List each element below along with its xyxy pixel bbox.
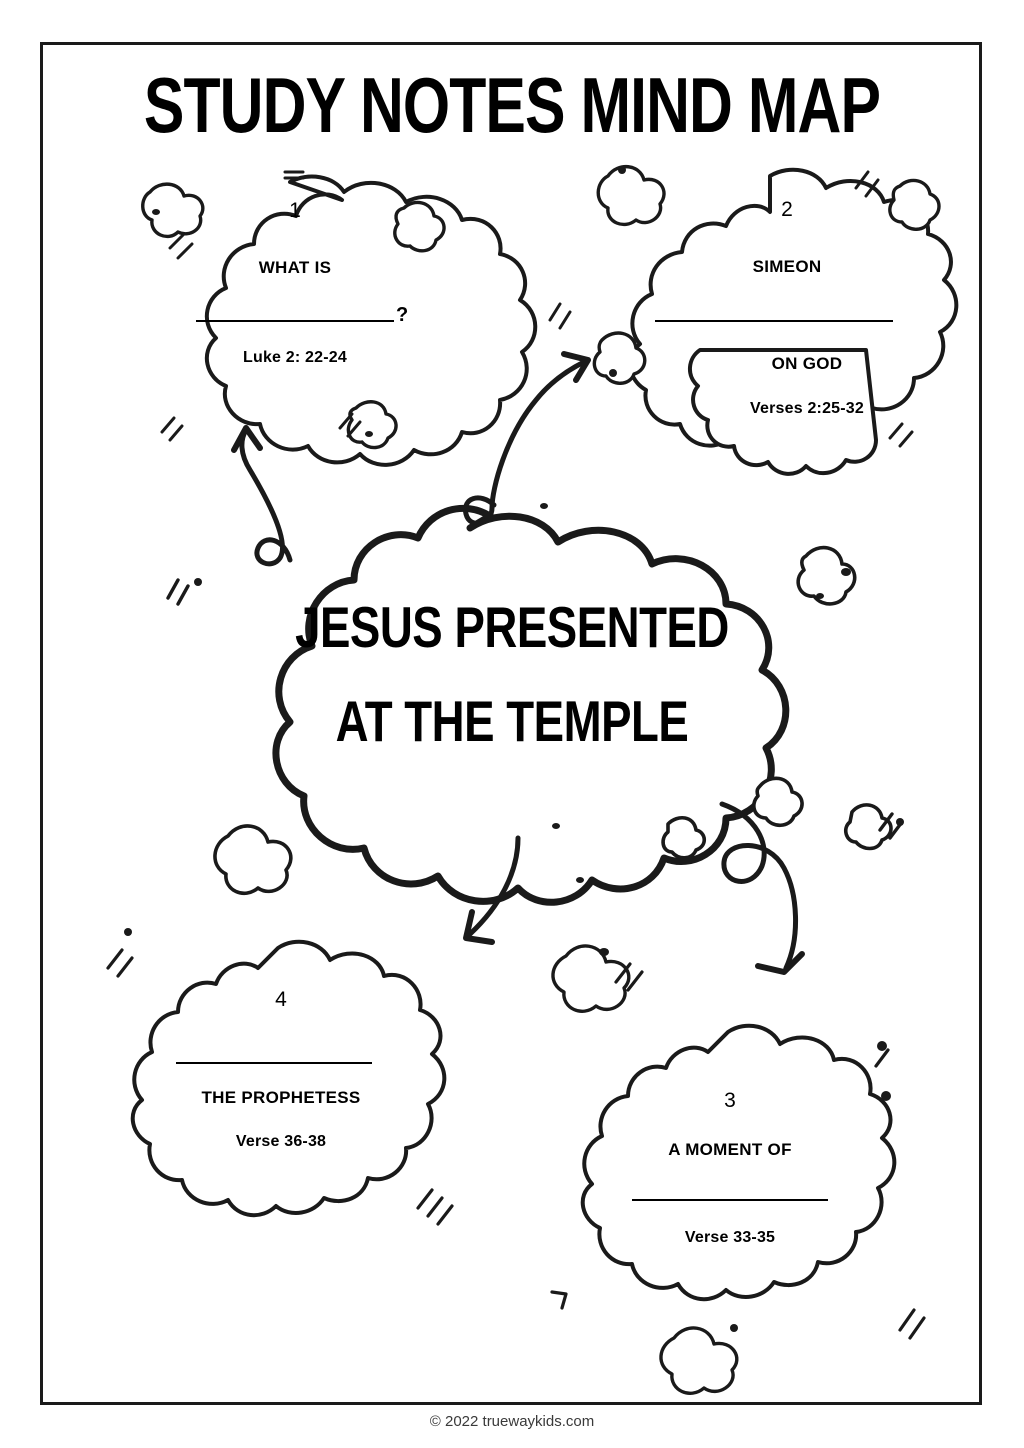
- center-puffs: [213, 545, 893, 895]
- bubble-2-blank-line[interactable]: [655, 320, 893, 322]
- bubble-1-number: 1: [289, 199, 301, 222]
- bubble-3-label: A MOMENT OF: [668, 1140, 792, 1159]
- page-title: STUDY NOTES MIND MAP: [143, 61, 881, 149]
- bubble-1-blank-line[interactable]: [196, 320, 394, 322]
- bubble-4-label: THE PROPHETESS: [201, 1088, 361, 1107]
- bubble-3-motion-marks: [550, 962, 926, 1340]
- page-border: [40, 42, 982, 1405]
- bubble-1-label: WHAT IS: [258, 258, 332, 277]
- bubble-4-dots: [124, 928, 132, 936]
- bubble-1-motion-marks: [160, 170, 362, 442]
- arrow-center-to-bubble-2: [462, 351, 591, 526]
- arrow-center-to-bubble-3: [719, 801, 805, 975]
- bubble-2-dots: [609, 166, 626, 377]
- bubble-1-puffs: [141, 182, 446, 450]
- bubble-1-reference: Luke 2: 22-24: [243, 349, 347, 366]
- arrow-center-to-bubble-1: [231, 425, 293, 567]
- bubble-3-dots: [599, 948, 891, 1332]
- bubble-2-reference: Verses 2:25-32: [749, 400, 864, 417]
- bubble-2-motion-marks: [548, 170, 914, 448]
- bubble-1-dots: [152, 209, 373, 437]
- bubble-2-lower-lobe: [688, 348, 878, 476]
- bubble-3-blank-line[interactable]: [632, 1199, 828, 1201]
- bubble-3-cloud: [580, 1023, 897, 1302]
- bubble-3-number: 3: [724, 1089, 736, 1112]
- bubble-3-reference: Verse 33-35: [684, 1229, 776, 1246]
- bubble-4-reference: Verse 36-38: [235, 1133, 327, 1150]
- bubble-2-label: SIMEON: [752, 257, 822, 276]
- bubble-4-number: 4: [275, 988, 287, 1011]
- footer-copyright: © 2022 truewaykids.com: [429, 1413, 595, 1430]
- bubble-3-puffs: [551, 944, 739, 1395]
- center-headline-line-2: AT THE TEMPLE: [335, 690, 689, 754]
- bubble-2-number: 2: [781, 198, 793, 221]
- center-cloud: [272, 504, 790, 906]
- bubble-1-question-mark: ?: [396, 304, 409, 326]
- arrow-center-to-bubble-4: [463, 835, 521, 945]
- bubble-4-cloud: [130, 939, 447, 1218]
- center-headline-line-1: JESUS PRESENTED: [295, 596, 729, 660]
- bubble-2-label-2: ON GOD: [771, 354, 843, 373]
- bubble-4-blank-line[interactable]: [176, 1062, 372, 1064]
- center-dots: [194, 503, 904, 883]
- bubble-4-motion-marks: [106, 948, 454, 1226]
- bubble-2-tail-puffs: [592, 165, 941, 385]
